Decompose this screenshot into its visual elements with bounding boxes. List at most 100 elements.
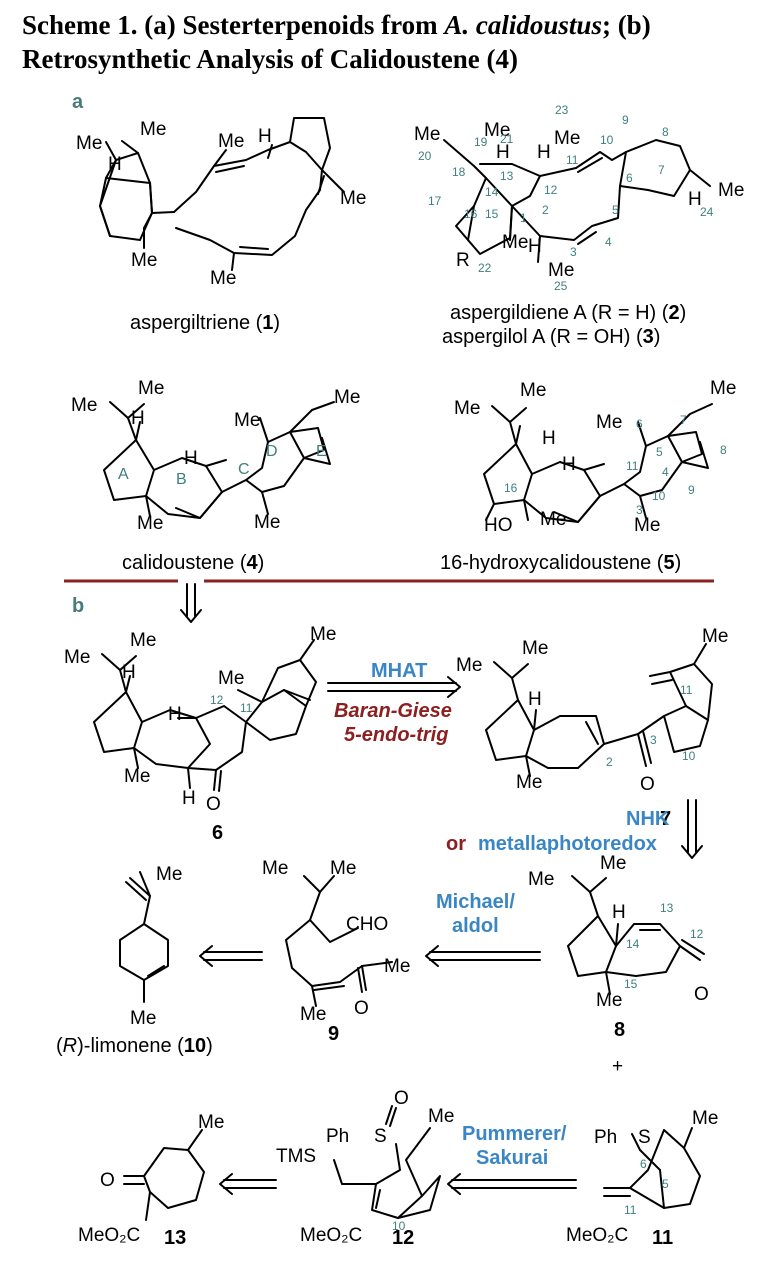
c5-h-b: H: [562, 454, 576, 475]
retro-arrow-7-to-8: [681, 799, 703, 859]
compound-9-structure: Me Me CHO Me Me O: [262, 858, 410, 1025]
c2-n5: 5: [612, 203, 619, 217]
c7-n2: 2: [606, 755, 613, 769]
c9-number: 9: [328, 1023, 339, 1045]
c2-me-d: Me: [718, 180, 744, 201]
c7-me-c: Me: [702, 626, 728, 647]
c2-n13: 13: [500, 169, 514, 183]
c4-me-b: Me: [138, 378, 164, 399]
section-a-label: a: [72, 91, 84, 113]
c12-tms: TMS: [276, 1146, 316, 1167]
arrow-label-or: or: [446, 833, 466, 855]
c2-n21: 21: [500, 132, 514, 146]
c3-caption: aspergilol A (R = OH) (3): [442, 326, 660, 348]
c8-n15: 15: [624, 977, 638, 991]
c5-n9: 9: [688, 483, 695, 497]
c2-h-b: H: [537, 142, 551, 163]
retro-arrow-4-to-6: [180, 583, 202, 623]
c13-number: 13: [164, 1227, 186, 1249]
c12-n10: 10: [392, 1219, 406, 1233]
hydroxycalidoustene-structure: Me Me H H Me Me HO Me Me 6 7 5 4 8 9 10 …: [454, 378, 736, 536]
c9-cho: CHO: [346, 914, 388, 935]
c5-me-a: Me: [454, 398, 480, 419]
c11-meo2c: MeO₂C: [566, 1225, 628, 1246]
c2-n7: 7: [658, 163, 665, 177]
compound-8-structure: Me Me H Me O 13 12 14 15: [528, 853, 709, 1011]
c1-me-d: Me: [340, 188, 366, 209]
c2-n3: 3: [570, 245, 577, 259]
c2-n17: 17: [428, 194, 442, 208]
c8-o: O: [694, 984, 709, 1005]
c6-n11: 11: [240, 701, 253, 715]
c12-o: O: [394, 1088, 409, 1109]
c8-me-c: Me: [596, 990, 622, 1011]
c5-n4: 4: [662, 465, 669, 479]
c4-me-d: Me: [334, 387, 360, 408]
c5-n3: 3: [636, 503, 643, 517]
c2-n25: 25: [554, 279, 568, 293]
c11-s: S: [638, 1127, 651, 1148]
c2-h-c: H: [688, 189, 702, 210]
title-species: A. calidoustus: [444, 10, 602, 40]
c7-n3: 3: [650, 733, 657, 747]
c6-h-c: H: [182, 788, 196, 809]
c12-s: S: [374, 1126, 387, 1147]
c6-me-d: Me: [310, 624, 336, 645]
retro-arrow-6-to-7: [327, 676, 461, 698]
c4-me-a: Me: [71, 395, 97, 416]
c2-me-f: Me: [548, 260, 574, 281]
c2-n20: 20: [418, 149, 432, 163]
aspergiltriene-structure: Me Me H Me H Me Me Me: [76, 117, 366, 289]
c9-me-b: Me: [330, 858, 356, 879]
c11-me: Me: [692, 1108, 718, 1129]
c5-ho: HO: [484, 515, 513, 536]
c4-me-e: Me: [137, 513, 163, 534]
c6-o: O: [206, 794, 221, 815]
c1-me-e: Me: [131, 250, 157, 271]
c8-me-b: Me: [600, 853, 626, 874]
c12-meo2c: MeO₂C: [300, 1225, 362, 1246]
c2-n6: 6: [626, 171, 633, 185]
c5-n5: 5: [656, 445, 663, 459]
c1-h-a: H: [108, 154, 122, 175]
c6-h-a: H: [122, 662, 136, 683]
c7-me-d: Me: [516, 772, 542, 793]
c6-h-b: H: [168, 704, 182, 725]
c2-me-e: Me: [502, 232, 528, 253]
compound-12-structure: Ph S O Me TMS MeO₂C 10: [276, 1088, 454, 1246]
c7-me-a: Me: [456, 655, 482, 676]
retro-arrow-11-to-12: [447, 1173, 577, 1195]
c5-me-c: Me: [596, 412, 622, 433]
c6-me-a: Me: [64, 647, 90, 668]
c8-number: 8: [614, 1019, 625, 1041]
c6-me-e: Me: [124, 766, 150, 787]
c13-o: O: [100, 1170, 115, 1191]
compound-13-structure: Me O MeO₂C: [78, 1112, 224, 1246]
c5-n10: 10: [652, 489, 666, 503]
c2-n2: 2: [542, 203, 549, 217]
title-line1-prefix: Scheme 1. (a) Sesterterpenoids from: [22, 10, 445, 40]
ring-b: B: [176, 471, 187, 488]
c9-me-d: Me: [300, 1004, 326, 1025]
ring-e: E: [316, 443, 327, 460]
c9-o: O: [354, 998, 369, 1019]
c9-me-a: Me: [262, 858, 288, 879]
c2-n19: 19: [474, 135, 488, 149]
c5-n16: 16: [504, 481, 518, 495]
section-b-label: b: [72, 595, 84, 617]
c12-me: Me: [428, 1106, 454, 1127]
c11-number: 11: [652, 1227, 673, 1249]
c2-n14: 14: [485, 185, 499, 199]
c12-ph: Ph: [326, 1126, 349, 1147]
c11-n6: 6: [640, 1157, 647, 1171]
c4-h-b: H: [184, 448, 198, 469]
c6-me-c: Me: [218, 668, 244, 689]
c10-caption: (R)-limonene (10): [56, 1035, 213, 1057]
c7-h-a: H: [528, 689, 542, 710]
c4-me-f: Me: [254, 512, 280, 533]
c7-me-b: Me: [522, 638, 548, 659]
c7-o: O: [640, 774, 655, 795]
c5-me-e: Me: [540, 509, 566, 530]
c4-caption: calidoustene (4): [122, 552, 264, 574]
